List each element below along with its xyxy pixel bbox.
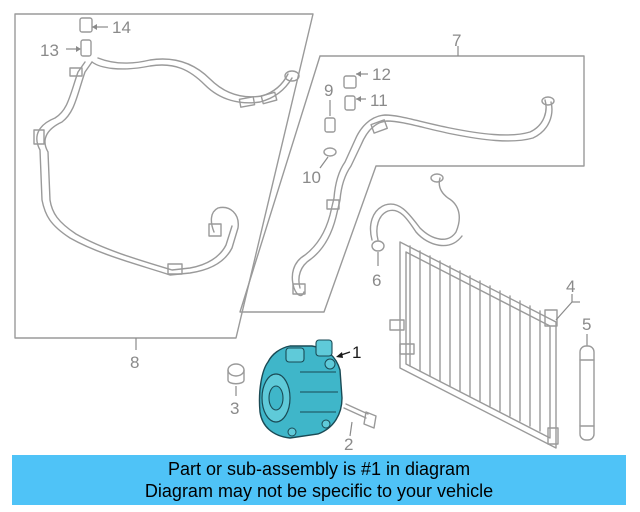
callout-2: 2: [344, 435, 353, 454]
callout-4: 4: [566, 277, 575, 296]
receiver-drier: 5: [579, 315, 595, 441]
liquid-line: 6: [369, 173, 463, 290]
hose-assembly-frame: 8: [14, 13, 314, 372]
callout-9: 9: [324, 81, 333, 100]
callout-7: 7: [452, 31, 461, 50]
callout-8: 8: [130, 353, 139, 372]
suction-hose: [33, 57, 300, 276]
callout-14: 14: [112, 18, 131, 37]
banner-line-1: Part or sub-assembly is #1 in diagram: [167, 459, 471, 479]
discharge-pipe: [291, 96, 555, 297]
callout-10: 10: [302, 168, 321, 187]
info-banner: Part or sub-assembly is #1 in diagram Di…: [12, 455, 626, 505]
callout-13: 13: [40, 41, 59, 60]
callout-11: 11: [370, 91, 388, 110]
callout-12: 12: [372, 65, 391, 84]
condenser: 4: [389, 241, 580, 449]
callout-6: 6: [372, 271, 381, 290]
ac-compressor: 1: [258, 339, 361, 439]
banner-line-2: Diagram may not be specific to your vehi…: [144, 481, 494, 501]
pressure-sensor-9-12: 12 11 9 10: [302, 65, 391, 187]
discharge-hose-frame: 7: [239, 31, 585, 313]
service-port-13-14: 14 13: [40, 17, 131, 60]
bolt-part-2: 2: [343, 403, 377, 454]
callout-3: 3: [230, 399, 239, 418]
parts-diagram: 8 14 13 7: [14, 13, 595, 454]
callout-5: 5: [582, 315, 591, 334]
callout-1: 1: [352, 343, 361, 362]
cap-part-3: 3: [227, 363, 245, 418]
